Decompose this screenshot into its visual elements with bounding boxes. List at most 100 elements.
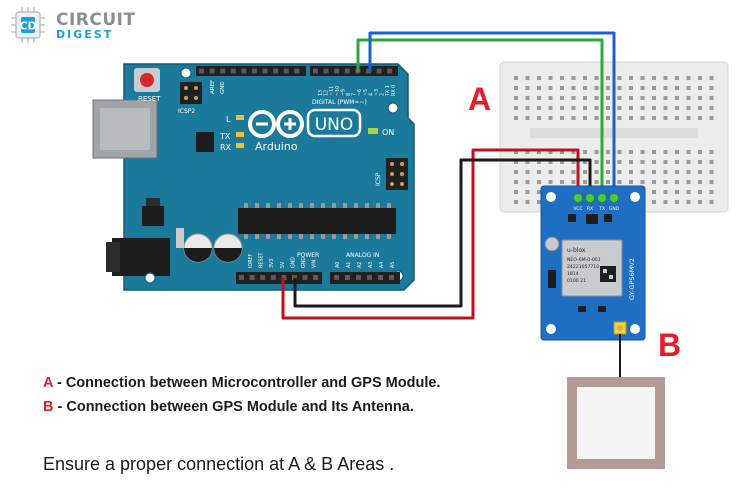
breadboard-hole <box>675 150 679 154</box>
breadboard-hole <box>640 86 645 90</box>
gps-smd <box>578 306 586 312</box>
wire-green <box>356 38 604 196</box>
breadboard-hole <box>617 180 622 184</box>
breadboard-hole <box>606 180 610 184</box>
header-pin <box>281 275 287 280</box>
breadboard-hole <box>663 170 668 174</box>
breadboard-hole <box>548 170 553 174</box>
breadboard-hole <box>709 180 714 184</box>
power-label: POWER <box>297 252 319 259</box>
breadboard-hole <box>698 116 702 120</box>
breadboard-hole <box>537 116 541 120</box>
breadboard-hole <box>537 160 541 164</box>
breadboard-hole <box>629 180 633 184</box>
breadboard-hole <box>571 150 576 154</box>
ufl-antenna-connector-center <box>617 325 623 331</box>
header-pin <box>270 275 276 280</box>
breadboard-hole <box>583 116 587 120</box>
header-pin <box>260 275 266 280</box>
breadboard-hole <box>652 170 656 174</box>
chip-pin <box>321 203 325 208</box>
header-pin <box>387 68 393 74</box>
header-pin <box>239 275 244 280</box>
breadboard-hole <box>571 180 576 184</box>
breadboard-hole <box>537 86 541 90</box>
mounting-hole <box>387 102 399 114</box>
chip-pin <box>387 234 391 239</box>
caption-text: - Connection between Microcontroller and… <box>52 375 441 391</box>
gps-header-pin <box>573 193 583 203</box>
breadboard-hole <box>663 106 668 110</box>
breadboard-hole <box>606 76 610 80</box>
breadboard-hole <box>663 86 668 90</box>
label-b: B <box>658 327 681 363</box>
voltage-regulator <box>142 206 164 226</box>
chip-logo-icon: CD <box>11 7 45 43</box>
icsp2-pins <box>184 86 198 100</box>
brand-subtitle: DIGEST <box>56 28 114 41</box>
breadboard-hole <box>594 76 599 80</box>
breadboard-hole <box>675 106 679 110</box>
breadboard-hole <box>560 86 564 90</box>
breadboard-hole <box>617 170 622 174</box>
chip-pin <box>310 234 314 239</box>
breadboard-hole <box>640 116 645 120</box>
chip-pin <box>365 234 369 239</box>
breadboard-hole <box>594 150 599 154</box>
digital-label: DIGITAL (PWM=~) <box>312 99 367 106</box>
breadboard-hole <box>514 116 518 120</box>
caption-b: B - Connection between GPS Module and It… <box>43 399 414 415</box>
gps-chip-line: 1814 <box>567 271 579 277</box>
power-header-pins <box>239 275 394 280</box>
brand-title: CIRCUIT <box>56 10 136 30</box>
chip-pin <box>387 203 391 208</box>
chip-pin <box>310 203 314 208</box>
breadboard-hole <box>709 76 714 80</box>
chip-pin <box>354 203 358 208</box>
gps-mount-hole <box>546 192 556 202</box>
breadboard-hole <box>548 160 553 164</box>
gps-chip-line: 24221057710 <box>567 264 599 270</box>
gps-battery <box>544 236 560 252</box>
breadboard-hole <box>525 116 530 120</box>
breadboard-hole <box>606 150 610 154</box>
breadboard-hole <box>640 76 645 80</box>
breadboard-hole <box>525 96 530 100</box>
breadboard-hole <box>514 200 518 204</box>
breadboard-hole <box>675 190 679 194</box>
breadboard-hole <box>583 180 587 184</box>
breadboard-hole <box>548 180 553 184</box>
breadboard-hole <box>652 106 656 110</box>
gps-model-label: GY-GPS6MV2 <box>628 258 636 300</box>
chip-pin <box>343 234 347 239</box>
header-pin <box>313 275 319 280</box>
breadboard-hole <box>560 150 564 154</box>
breadboard-hole <box>629 106 633 110</box>
breadboard-hole <box>675 76 679 80</box>
breadboard-hole <box>594 116 599 120</box>
analog-pin-label: A5 <box>390 262 396 268</box>
header-pin <box>344 68 350 74</box>
digital-pin-label: 12 <box>324 90 330 96</box>
header-pin <box>241 68 247 74</box>
crystal <box>176 228 184 248</box>
circuit-digest-logo: CD CIRCUIT DIGEST <box>8 6 148 46</box>
digital-pin-label: 4 <box>368 93 374 96</box>
icsp2-label: ICSP2 <box>178 108 195 115</box>
breadboard-hole <box>548 76 553 80</box>
gps-smd <box>598 306 606 312</box>
chip-pin <box>266 203 270 208</box>
breadboard-hole <box>675 170 679 174</box>
breadboard-hole <box>698 200 702 204</box>
power-pin-label: IOREF <box>248 253 254 268</box>
breadboard-hole <box>606 106 610 110</box>
wires <box>281 31 616 320</box>
header-pin <box>389 275 394 280</box>
breadboard-hole <box>537 180 541 184</box>
breadboard-hole <box>709 200 714 204</box>
breadboard-hole <box>537 150 541 154</box>
breadboard-hole <box>686 170 691 174</box>
gps-header-pins <box>573 193 619 203</box>
